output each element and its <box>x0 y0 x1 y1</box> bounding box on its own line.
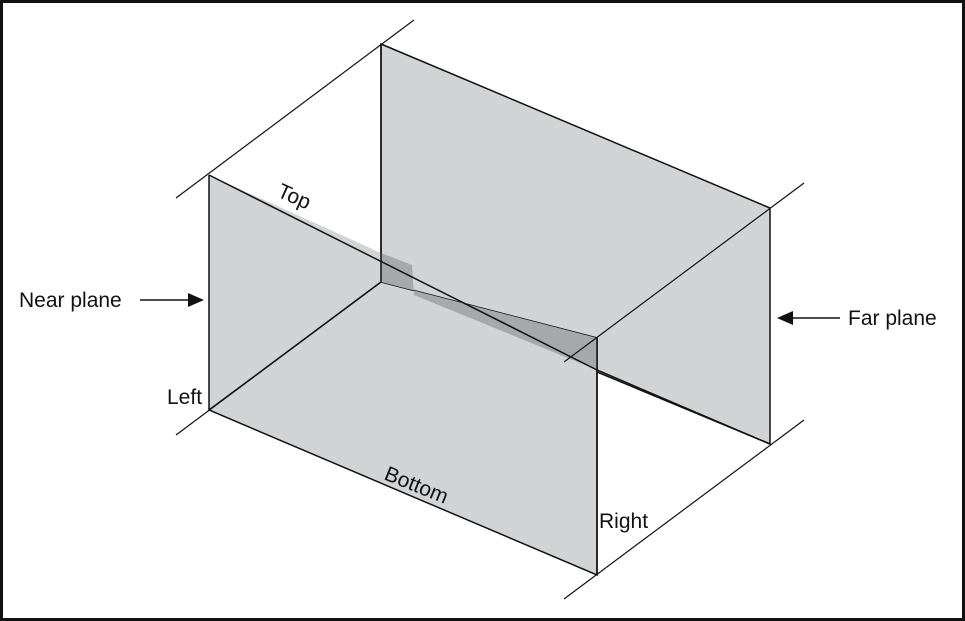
label-near-plane: Near plane <box>19 289 122 312</box>
top-edge-line-ext <box>596 369 771 445</box>
overlap-strip <box>381 253 597 370</box>
label-far-plane: Far plane <box>848 307 937 330</box>
construction-line-3 <box>563 182 805 363</box>
label-left: Left <box>167 386 202 409</box>
construction-line-2 <box>175 281 382 436</box>
far-plane-arrowhead <box>777 311 793 325</box>
near-plane-panel <box>209 175 381 410</box>
label-right: Right <box>599 510 648 533</box>
construction-line-4 <box>563 419 805 600</box>
top-edge-line <box>208 174 598 371</box>
construction-line-1 <box>175 19 415 199</box>
near-plane-arrowhead <box>188 293 204 307</box>
